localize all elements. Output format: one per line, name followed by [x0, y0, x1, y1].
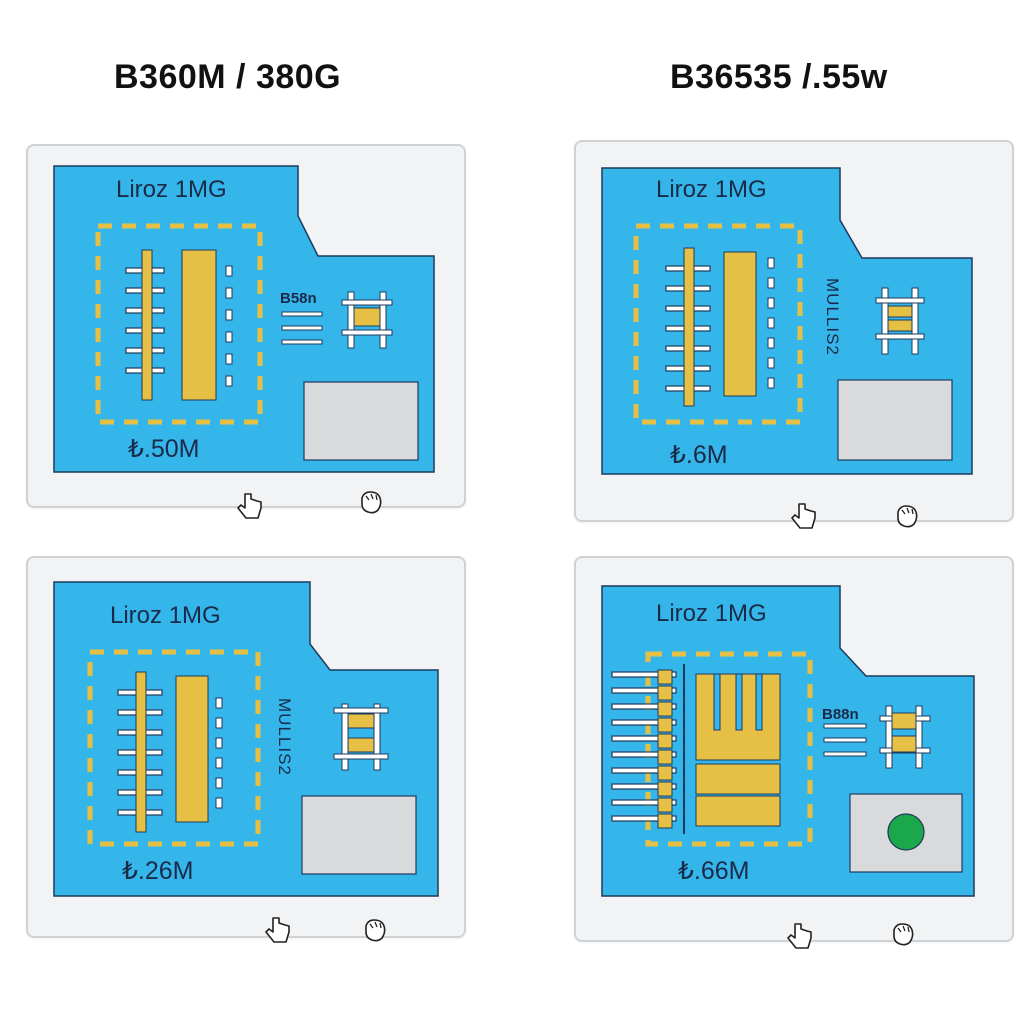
grab-hand-icon[interactable]: [890, 498, 924, 532]
right-column-heading: B36535 /.55w: [670, 58, 888, 96]
connector: [879, 705, 931, 769]
circuit-board: [601, 585, 975, 897]
status-indicator-green: [887, 813, 925, 851]
pointer-hand-icon[interactable]: [232, 490, 266, 524]
chip-outline: [633, 223, 803, 425]
side-label: MULLIS2: [823, 278, 842, 356]
board-value: ₺.6M: [670, 441, 728, 469]
left-column-heading: B360M / 380G: [114, 58, 342, 96]
circuit-board: [601, 167, 973, 475]
pointer-hand-icon[interactable]: [782, 920, 816, 954]
pointer-hand-icon[interactable]: [260, 914, 294, 948]
side-label: B88n: [822, 706, 859, 723]
connector: [333, 703, 389, 771]
chip-label: Liroz 1MG: [656, 600, 767, 627]
board-value: ₺.66M: [678, 857, 750, 885]
side-label: B58n: [280, 290, 317, 307]
board-card-bottom-left[interactable]: Liroz 1MG MULLIS2 ₺.26M: [26, 556, 466, 943]
circuit-board: [53, 165, 435, 473]
board-card-top-left[interactable]: Liroz 1MG B58n ₺.50M: [26, 144, 466, 519]
gray-module: [301, 795, 417, 875]
side-label: MULLIS2: [275, 698, 294, 776]
grab-hand-icon[interactable]: [354, 484, 388, 518]
chip-outline: [95, 223, 263, 425]
board-value: ₺.26M: [122, 857, 194, 885]
circuit-board: [53, 581, 439, 897]
chip-label: Liroz 1MG: [110, 602, 221, 629]
connector: [341, 291, 393, 349]
gray-module: [303, 381, 419, 461]
grab-hand-icon[interactable]: [886, 916, 920, 950]
chip-label: Liroz 1MG: [656, 176, 767, 203]
gray-module: [837, 379, 953, 461]
board-value: ₺.50M: [128, 435, 200, 463]
chip-outline: [87, 649, 261, 847]
grab-hand-icon[interactable]: [358, 912, 392, 946]
pointer-hand-icon[interactable]: [786, 500, 820, 534]
board-card-bottom-right[interactable]: Liroz 1MG B88n ₺.66M: [574, 556, 1014, 949]
connector: [875, 287, 925, 355]
board-card-top-right[interactable]: Liroz 1MG MULLIS2 ₺.6M: [574, 140, 1014, 529]
chip-label: Liroz 1MG: [116, 176, 227, 203]
chip-outline: [645, 651, 813, 847]
